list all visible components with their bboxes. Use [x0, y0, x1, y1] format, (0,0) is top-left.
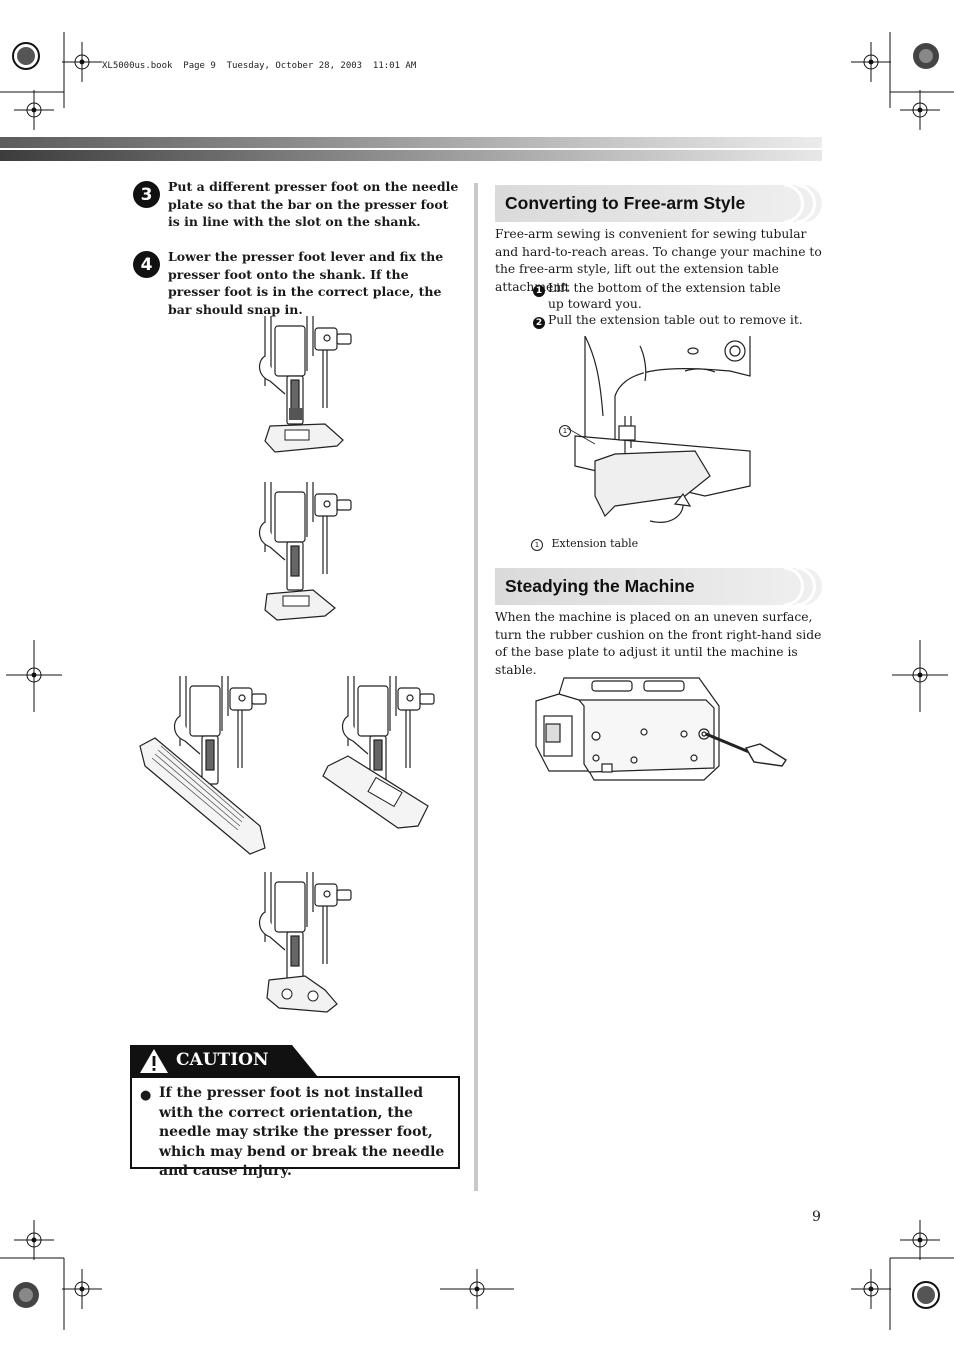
- extension-table-caption: 1 Extension table: [531, 537, 638, 551]
- step-number-3: 3: [133, 181, 160, 208]
- presser-foot-illustrations: [139, 315, 435, 1013]
- callout-marker-1: 1: [559, 425, 571, 437]
- caution-text: If the presser foot is not installed wit…: [159, 1085, 445, 1179]
- step-marker-2: 2: [533, 317, 545, 329]
- heading-steadying-title: Steadying the Machine: [505, 576, 695, 596]
- free-arm-step-1-text: Lift the bottom of the extension table u…: [548, 281, 781, 311]
- step-number-4: 4: [133, 251, 160, 278]
- step-3-text: Put a different presser foot on the need…: [168, 179, 459, 230]
- caution-warning-icon: [140, 1048, 168, 1076]
- extension-table-callout: 1: [559, 418, 571, 437]
- heading-free-arm-title: Converting to Free-arm Style: [505, 193, 746, 213]
- caution-bullet: ●: [140, 1088, 152, 1103]
- extension-table-illustration: [566, 336, 751, 526]
- steadying-text: When the machine is placed on an uneven …: [495, 610, 822, 677]
- column-divider: [474, 183, 478, 1191]
- heading-steadying: Steadying the Machine: [495, 568, 822, 605]
- print-slug: XL5000us.book Page 9 Tuesday, October 28…: [102, 61, 417, 71]
- header-band-lower: [0, 150, 822, 161]
- caution-label: CAUTION: [176, 1050, 269, 1070]
- step-marker-1: 1: [533, 285, 545, 297]
- caption-marker-1: 1: [531, 539, 543, 551]
- free-arm-step-2-text: Pull the extension table out to remove i…: [548, 313, 803, 327]
- step-4-text: Lower the presser foot lever and fix the…: [168, 249, 444, 317]
- caution-box: ● If the presser foot is not installed w…: [130, 1076, 460, 1179]
- page-number: 9: [812, 1209, 821, 1225]
- caption-text: Extension table: [551, 537, 639, 550]
- base-plate-illustration: [535, 677, 787, 781]
- header-band-upper: [0, 137, 822, 148]
- caution-tab: [130, 1045, 318, 1077]
- free-arm-intro: Free-arm sewing is convenient for sewing…: [495, 227, 822, 294]
- heading-free-arm: Converting to Free-arm Style: [495, 185, 822, 222]
